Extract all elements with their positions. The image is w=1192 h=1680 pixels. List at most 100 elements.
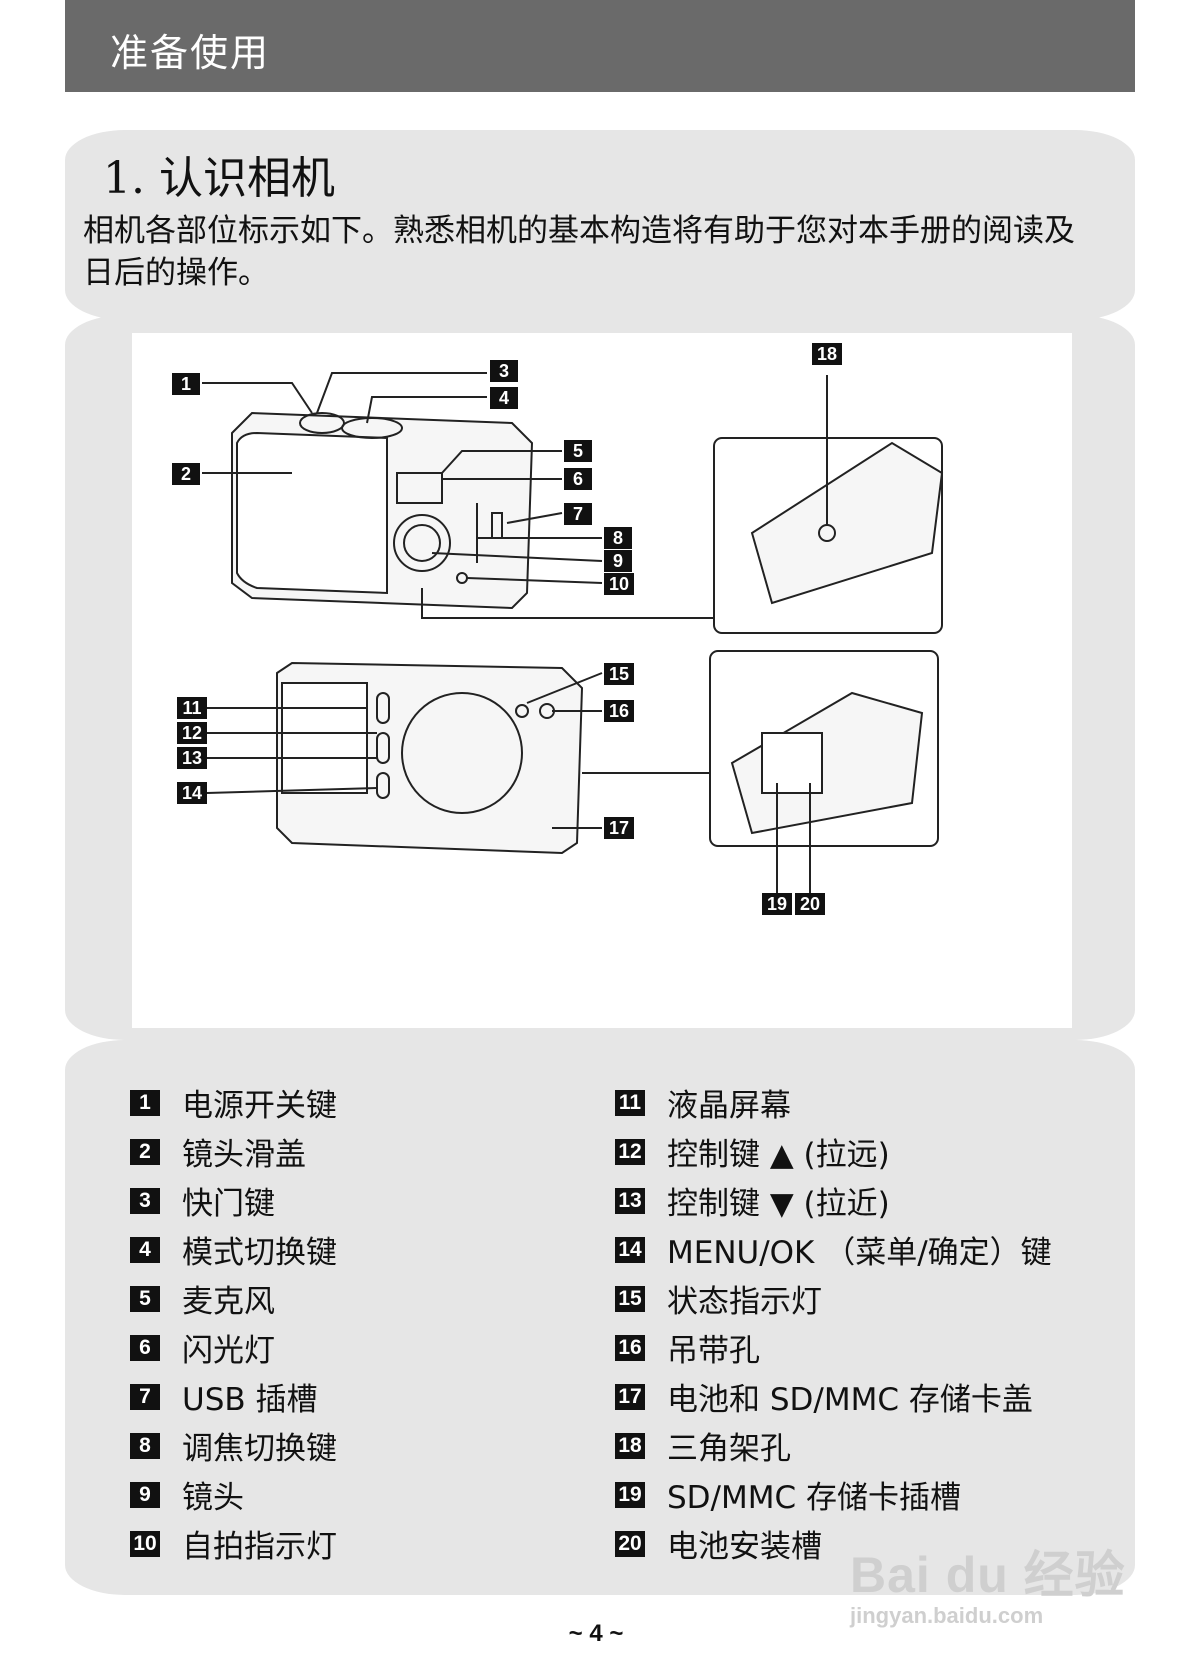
back-circle-shape [401,692,523,814]
down-key-shape [376,732,390,764]
page-number: ~ 4 ~ [568,1620,624,1647]
legend-number: 13 [615,1187,645,1214]
legend-label: 控制键 ▼ (拉近) [667,1186,890,1222]
callout-1: 1 [172,373,200,395]
legend-label: 吊带孔 [667,1333,760,1369]
camera-diagram: 1 2 3 4 5 6 7 8 9 10 11 12 13 14 15 16 1… [132,333,1072,1028]
status-led-shape [515,704,529,718]
legend-item: 10 自拍指示灯 [130,1519,337,1568]
legend-item: 13 控制键 ▼ (拉近) [615,1176,1052,1225]
legend-number: 10 [130,1530,160,1557]
legend-label: 闪光灯 [182,1333,275,1369]
callout-19: 19 [762,893,792,915]
legend-number: 1 [130,1089,160,1116]
svg-text:4: 4 [499,388,509,408]
watermark-url: jingyan.baidu.com [850,1603,1044,1628]
legend-label: 调焦切换键 [182,1431,337,1467]
legend-number: 6 [130,1334,160,1361]
legend-label: 状态指示灯 [667,1284,822,1320]
legend-item: 15 状态指示灯 [615,1274,1052,1323]
callout-labels: 1 2 3 4 5 6 7 8 9 10 11 12 13 14 15 16 1… [172,343,842,915]
callout-17: 17 [604,817,634,839]
flash-shape [396,472,443,504]
legend-label: 自拍指示灯 [182,1529,337,1565]
svg-text:11: 11 [182,698,201,718]
header-bar: 准备使用 [65,0,1135,92]
legend-label: USB 插槽 [182,1382,318,1418]
baidu-watermark: Bai du 经验 jingyan.baidu.com [850,1535,1126,1629]
callout-12: 12 [177,722,207,744]
legend-label: 电池和 SD/MMC 存储卡盖 [667,1382,1033,1418]
callout-6: 6 [564,468,592,490]
callout-11: 11 [177,697,207,719]
svg-text:19: 19 [767,894,787,914]
intro-panel: 1. 认识相机 相机各部位标示如下。熟悉相机的基本构造将有助于您对本手册的阅读及… [65,130,1135,320]
mode-dial-shape [341,417,403,439]
legend-label: 麦克风 [182,1284,275,1320]
battery-detail-box [709,650,939,847]
header-title: 准备使用 [110,31,271,75]
legend-item: 17 电池和 SD/MMC 存储卡盖 [615,1372,1052,1421]
svg-text:17: 17 [609,818,629,838]
lens-outer-shape [393,514,451,572]
legend-number: 8 [130,1432,160,1459]
callout-5: 5 [564,440,592,462]
legend-number: 20 [615,1530,645,1557]
callout-4: 4 [490,387,518,409]
legend-number: 15 [615,1285,645,1312]
lcd-shape [281,682,368,794]
legend-number: 7 [130,1383,160,1410]
svg-text:10: 10 [609,574,629,594]
legend-panel [65,1040,1135,1595]
callout-14: 14 [177,782,207,804]
svg-text:12: 12 [182,723,202,743]
legend-item: 6 闪光灯 [130,1323,337,1372]
lens-cover-shape [236,431,388,595]
svg-text:15: 15 [609,664,629,684]
legend-number: 11 [615,1089,645,1116]
callout-7: 7 [564,503,592,525]
callout-10: 10 [604,573,634,595]
legend-item: 7 USB 插槽 [130,1372,337,1421]
legend-number: 17 [615,1383,645,1410]
callout-15: 15 [604,663,634,685]
menu-key-shape [376,772,390,799]
up-key-shape [376,692,390,724]
legend-number: 4 [130,1236,160,1263]
lens-inner-shape [403,524,441,562]
callout-2: 2 [172,463,200,485]
legend-label: SD/MMC 存储卡插槽 [667,1480,961,1516]
camera-bottom-shape [750,441,944,605]
svg-text:14: 14 [182,783,202,803]
legend-label: 模式切换键 [182,1235,337,1271]
watermark-brand: Bai du 经验 [850,1547,1126,1603]
callout-13: 13 [177,747,207,769]
callout-16: 16 [604,700,634,722]
legend-label: 镜头 [182,1480,244,1516]
legend-item: 4 模式切换键 [130,1225,337,1274]
section-title: 1. 认识相机 [103,153,335,204]
svg-text:13: 13 [182,748,202,768]
legend-label: MENU/OK （菜单/确定）键 [667,1235,1052,1271]
callout-3: 3 [490,360,518,382]
legend-label: 快门键 [182,1186,275,1222]
svg-text:16: 16 [609,701,629,721]
battery-slot-shape [761,732,823,794]
svg-text:1: 1 [181,374,191,394]
legend-number: 12 [615,1138,645,1165]
callout-9: 9 [604,550,632,572]
callout-20: 20 [795,893,825,915]
svg-text:9: 9 [613,551,623,571]
svg-text:2: 2 [181,464,191,484]
legend-label: 三角架孔 [667,1431,791,1467]
